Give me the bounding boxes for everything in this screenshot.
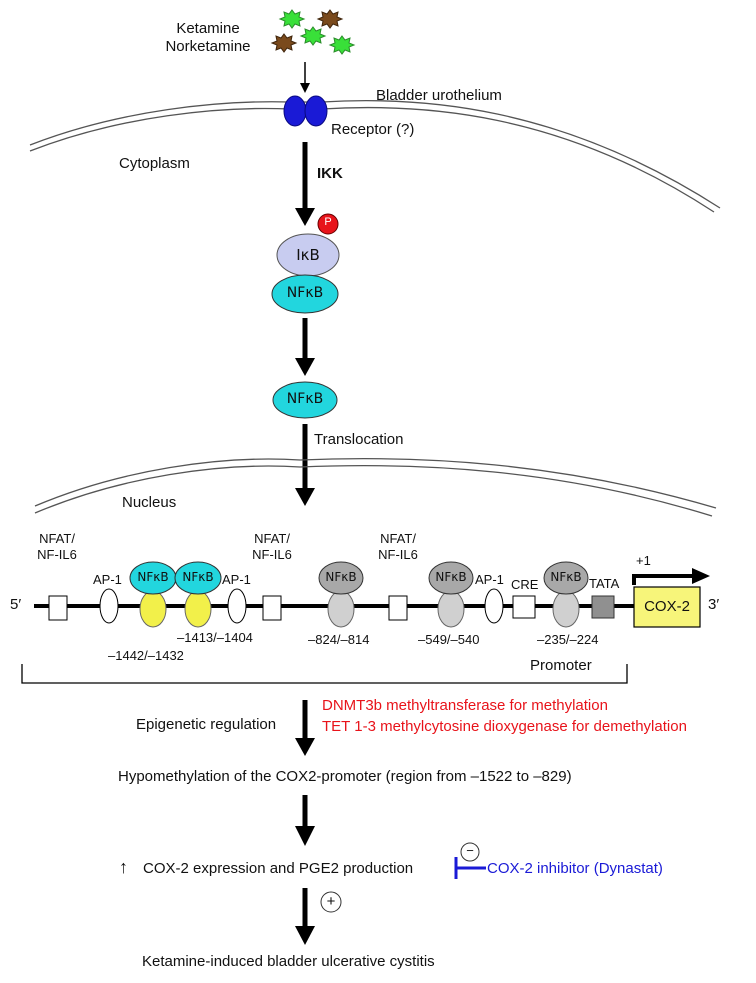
expression-arrowhead: [295, 826, 315, 846]
epigenetic-arrowhead: [295, 738, 315, 756]
translocation-arrowhead: [295, 488, 315, 506]
particle-brown-2: [270, 33, 298, 53]
tss-arrow: [632, 574, 695, 585]
stimulus-line-2: Norketamine: [165, 38, 251, 55]
methyl-site-1: [139, 590, 167, 628]
ikb-label: IκB: [296, 246, 320, 264]
plus-icon: +: [326, 893, 336, 910]
nucleus-label: Nucleus: [122, 494, 177, 511]
inhibitor-minus-circle: [460, 842, 480, 862]
nuclear-membrane-outer: [34, 457, 717, 509]
tss-arrowhead: [692, 568, 710, 584]
nfkb-oval-cytoplasm: [271, 274, 339, 314]
minus-icon: −: [466, 843, 474, 858]
tata-label: TATA: [589, 576, 620, 591]
nuclear-membrane-inner: [34, 464, 713, 517]
binding-site-824: [327, 590, 355, 628]
particle-green-3: [328, 35, 356, 55]
methyl-site-2: [184, 590, 212, 628]
ap1-oval-1: [99, 588, 119, 624]
particle-green-1: [278, 9, 306, 29]
receptor-label: Receptor (?): [331, 121, 415, 138]
epigenetic-label: Epigenetic regulation: [136, 716, 277, 733]
particle-brown-1: [316, 9, 344, 29]
ap1-label-2: AP-1: [222, 572, 251, 587]
nfat-label-1a: NFAT/: [39, 531, 75, 546]
three-prime-label: 3′: [708, 596, 720, 613]
nfkb-label-bound-2: NFκB: [182, 570, 214, 584]
ketamine-particles: [270, 9, 356, 55]
nfat-label-1b: NF-IL6: [37, 546, 77, 562]
ikk-label: IKK: [317, 165, 343, 182]
cell-membrane-inner: [29, 106, 715, 213]
nfkb-label-free: NFκB: [286, 391, 324, 407]
cell-membrane-outer: [29, 99, 721, 209]
nfkb-oval-gray-2: [428, 561, 474, 595]
plus-circle: [320, 891, 342, 913]
ap1-label-3: AP-1: [475, 572, 504, 587]
nfkb-label-gray-3: NFκB: [550, 570, 582, 584]
receptor-right: [304, 95, 328, 127]
ikk-arrowhead: [295, 208, 315, 226]
gene-label: COX-2: [644, 598, 690, 615]
stimulus-line-1: Ketamine: [176, 20, 240, 37]
nfat-label-3: NFAT/ NF-IL6: [369, 531, 427, 562]
cox2-gene-box: [633, 586, 701, 628]
translocation-label: Translocation: [314, 431, 404, 448]
tata-box: [591, 595, 615, 619]
cre-box: [512, 595, 536, 619]
nfat-label-2: NFAT/ NF-IL6: [243, 531, 301, 562]
nfkb-oval-gray-1: [318, 561, 364, 595]
nfat-label-2b: NF-IL6: [252, 546, 292, 562]
position-label-824: –824/–814: [308, 632, 370, 647]
nfat-box-1: [48, 595, 68, 621]
nfat-box-2: [262, 595, 282, 621]
outcome-label: Ketamine-induced bladder ulcerative cyst…: [142, 953, 435, 970]
phospho-label: P: [324, 216, 332, 228]
release-arrowhead: [295, 358, 315, 376]
nfkb-oval-gray-3: [543, 561, 589, 595]
expression-label: COX-2 expression and PGE2 production: [143, 860, 414, 877]
binding-site-549: [437, 590, 465, 628]
promoter-bracket: [21, 664, 628, 684]
particle-green-2: [299, 26, 327, 46]
nfat-label-3a: NFAT/: [380, 531, 416, 546]
nfkb-label-cytoplasm: NFκB: [286, 285, 324, 301]
receptor-left: [283, 95, 307, 127]
position-label-549: –549/–540: [418, 632, 480, 647]
enzyme-label-tet: TET 1-3 methylcytosine dioxygenase for d…: [322, 718, 687, 735]
nfkb-label-bound-1: NFκB: [137, 570, 169, 584]
membrane-label: Bladder urothelium: [376, 87, 502, 104]
nfkb-oval-bound-2: [174, 561, 222, 595]
stimulus-label: Ketamine Norketamine: [158, 20, 258, 56]
nfkb-oval-free: [272, 381, 338, 419]
outcome-arrowhead: [295, 926, 315, 945]
inhibitor-label: COX-2 inhibitor (Dynastat): [487, 860, 663, 877]
enzyme-label-dnmt3b: DNMT3b methyltransferase for methylation: [322, 697, 608, 714]
tss-label: +1: [636, 553, 651, 568]
position-label-1413: –1413/–1404: [177, 630, 253, 645]
ap1-oval-2: [227, 588, 247, 624]
phospho-circle: [317, 213, 339, 235]
position-label-235: –235/–224: [537, 632, 599, 647]
nfat-label-3b: NF-IL6: [378, 546, 418, 562]
position-label-1442: –1442/–1432: [108, 648, 184, 663]
up-arrow-icon: ↑: [119, 857, 128, 877]
five-prime-label: 5′: [10, 596, 22, 613]
nfat-box-3: [388, 595, 408, 621]
nfkb-label-gray-2: NFκB: [435, 570, 467, 584]
nfkb-label-gray-1: NFκB: [325, 570, 357, 584]
hypomethylation-label: Hypomethylation of the COX2-promoter (re…: [118, 768, 572, 785]
ap1-oval-3: [484, 588, 504, 624]
cytoplasm-label: Cytoplasm: [119, 155, 190, 172]
promoter-bracket-label: Promoter: [530, 657, 592, 674]
binding-site-235: [552, 590, 580, 628]
cre-label: CRE: [511, 577, 539, 592]
nfat-label-1: NFAT/ NF-IL6: [28, 531, 86, 562]
ap1-label-1: AP-1: [93, 572, 122, 587]
nfat-label-2a: NFAT/: [254, 531, 290, 546]
